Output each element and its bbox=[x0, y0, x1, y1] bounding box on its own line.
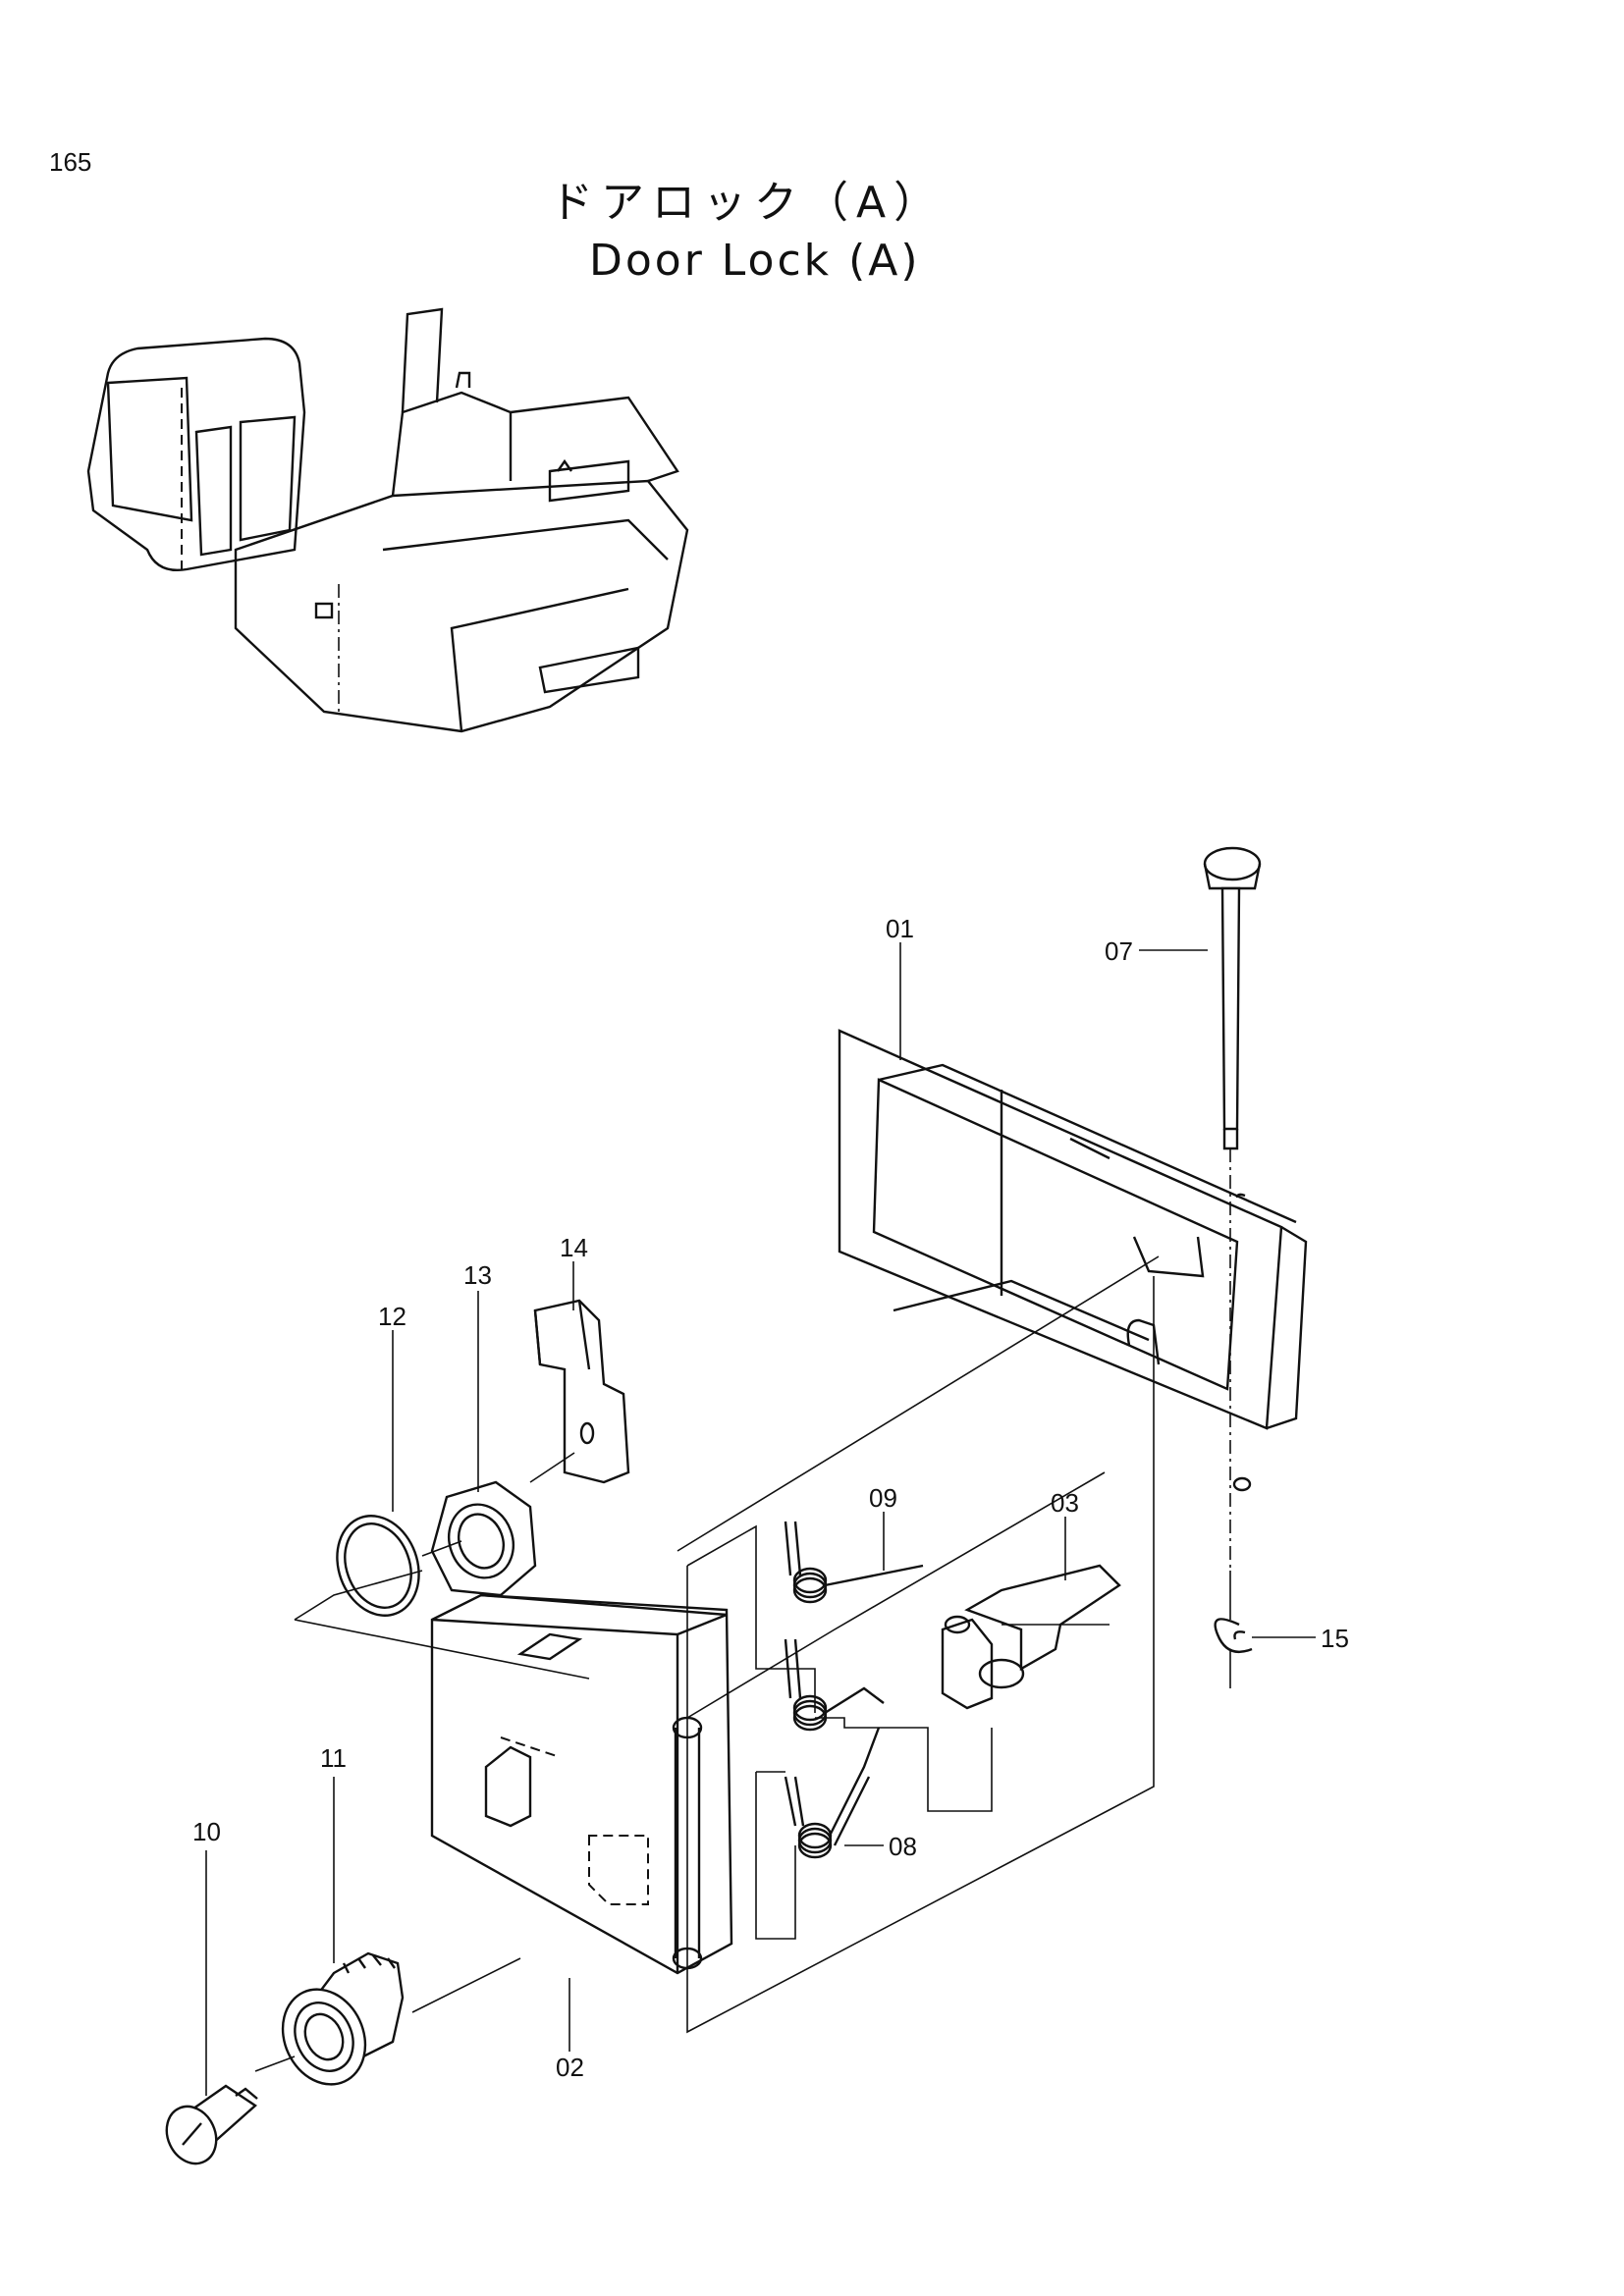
part-10-key-cylinder bbox=[165, 2084, 258, 2165]
part-12-snap-ring bbox=[336, 1515, 420, 1617]
label-part-15: 15 bbox=[1321, 1624, 1349, 1653]
label-part-12: 12 bbox=[378, 1302, 406, 1331]
title-english: Door Lock (A) bbox=[589, 236, 921, 286]
part-09-spring bbox=[784, 1521, 924, 1604]
label-part-11: 11 bbox=[320, 1743, 347, 1773]
part-03-latch bbox=[941, 1564, 1121, 1710]
label-part-09: 09 bbox=[869, 1483, 897, 1513]
assembly-lines bbox=[254, 1255, 1231, 2072]
label-part-02: 02 bbox=[556, 2053, 584, 2082]
label-part-08: 08 bbox=[889, 1832, 917, 1861]
part-07-pin bbox=[1203, 846, 1262, 1571]
part-13-hex-nut bbox=[430, 1480, 537, 1597]
part-11-cylinder-housing bbox=[281, 1951, 405, 2086]
part-08-spring-lower bbox=[784, 1727, 881, 1859]
leader-lines bbox=[205, 942, 1316, 2096]
part-08-spring-upper bbox=[784, 1638, 885, 1732]
title-japanese: ドアロック（A） bbox=[550, 178, 946, 228]
page-number: 165 bbox=[49, 147, 92, 177]
label-part-01: 01 bbox=[886, 914, 914, 943]
label-part-13: 13 bbox=[463, 1260, 492, 1290]
excavator-overview bbox=[86, 307, 689, 733]
label-part-03: 03 bbox=[1051, 1488, 1079, 1518]
part-14-plate bbox=[533, 1299, 630, 1484]
label-part-07: 07 bbox=[1105, 936, 1133, 966]
label-part-14: 14 bbox=[560, 1233, 588, 1262]
label-part-10: 10 bbox=[192, 1817, 221, 1846]
part-15-e-ring bbox=[1214, 1618, 1253, 1654]
part-01-housing bbox=[838, 1029, 1308, 1492]
